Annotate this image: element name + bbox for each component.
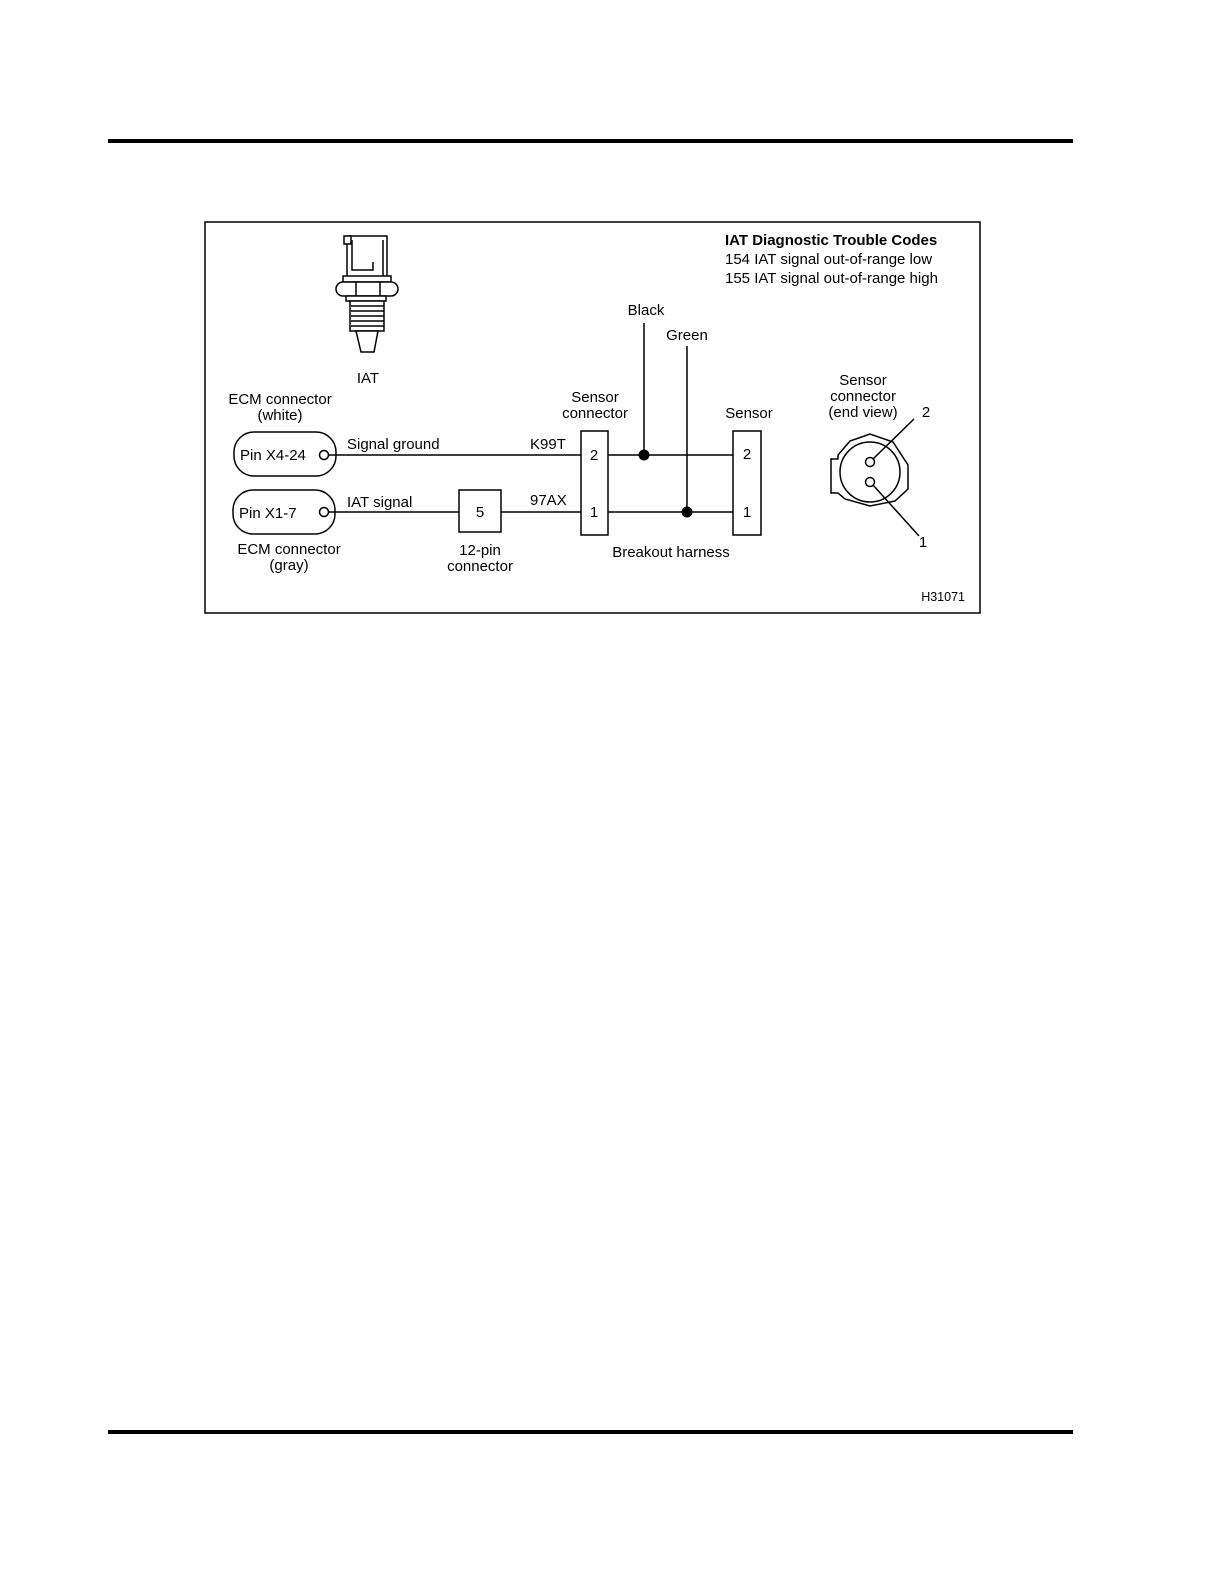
pin-x4-24-terminal bbox=[318, 449, 330, 461]
black-wire-label: Black bbox=[628, 302, 665, 319]
wire-97ax-label: 97AX bbox=[530, 492, 567, 509]
top-rule bbox=[108, 139, 1073, 143]
bottom-rule bbox=[108, 1430, 1073, 1434]
sensor-connector-sub: connector bbox=[562, 405, 628, 422]
ecm-connector-white-sub: (white) bbox=[257, 407, 302, 424]
twelve-pin-number: 5 bbox=[476, 504, 484, 521]
green-wire-label: Green bbox=[666, 327, 708, 344]
sensor-connector-pin-1: 1 bbox=[590, 504, 598, 521]
ecm-connector-gray-label: ECM connector bbox=[237, 541, 340, 558]
dtc-line-154: 154 IAT signal out-of-range low bbox=[725, 251, 932, 268]
iat-signal-label: IAT signal bbox=[347, 494, 412, 511]
sensor-pin-2: 2 bbox=[743, 446, 751, 463]
pin-x4-24-label: Pin X4-24 bbox=[240, 447, 306, 464]
end-view-label-3: (end view) bbox=[828, 404, 897, 421]
wire-k99t-label: K99T bbox=[530, 436, 566, 453]
dtc-line-155: 155 IAT signal out-of-range high bbox=[725, 270, 938, 287]
diagram-frame bbox=[204, 221, 981, 614]
iat-sensor-icon bbox=[335, 235, 399, 353]
signal-ground-label: Signal ground bbox=[347, 436, 440, 453]
black-splice-dot bbox=[638, 449, 650, 461]
dtc-title: IAT Diagnostic Trouble Codes bbox=[725, 232, 937, 249]
sensor-block bbox=[732, 430, 762, 536]
pin-x4-24-box bbox=[233, 431, 337, 477]
green-splice-dot bbox=[681, 506, 693, 518]
breakout-harness-label: Breakout harness bbox=[612, 544, 730, 561]
twelve-pin-sub: connector bbox=[447, 558, 513, 575]
sensor-connector-pin-2: 2 bbox=[590, 447, 598, 464]
end-view-pin-2: 2 bbox=[922, 404, 930, 421]
ecm-connector-white-label: ECM connector bbox=[228, 391, 331, 408]
twelve-pin-label: 12-pin bbox=[459, 542, 501, 559]
sensor-pin-1: 1 bbox=[743, 504, 751, 521]
sensor-connector-label: Sensor bbox=[571, 389, 619, 406]
sensor-connector-end-view-icon bbox=[830, 418, 920, 537]
twelve-pin-connector bbox=[458, 489, 502, 533]
end-view-label-1: Sensor bbox=[839, 372, 887, 389]
iat-label: IAT bbox=[357, 370, 379, 387]
end-view-label-2: connector bbox=[830, 388, 896, 405]
ecm-connector-gray-sub: (gray) bbox=[269, 557, 308, 574]
end-view-pin-1: 1 bbox=[919, 534, 927, 551]
pin-x1-7-terminal bbox=[318, 506, 330, 518]
sensor-connector-block bbox=[580, 430, 609, 536]
wires bbox=[329, 323, 733, 513]
figure-id: H31071 bbox=[921, 590, 965, 604]
pin-x1-7-label: Pin X1-7 bbox=[239, 505, 297, 522]
sensor-label: Sensor bbox=[725, 405, 773, 422]
